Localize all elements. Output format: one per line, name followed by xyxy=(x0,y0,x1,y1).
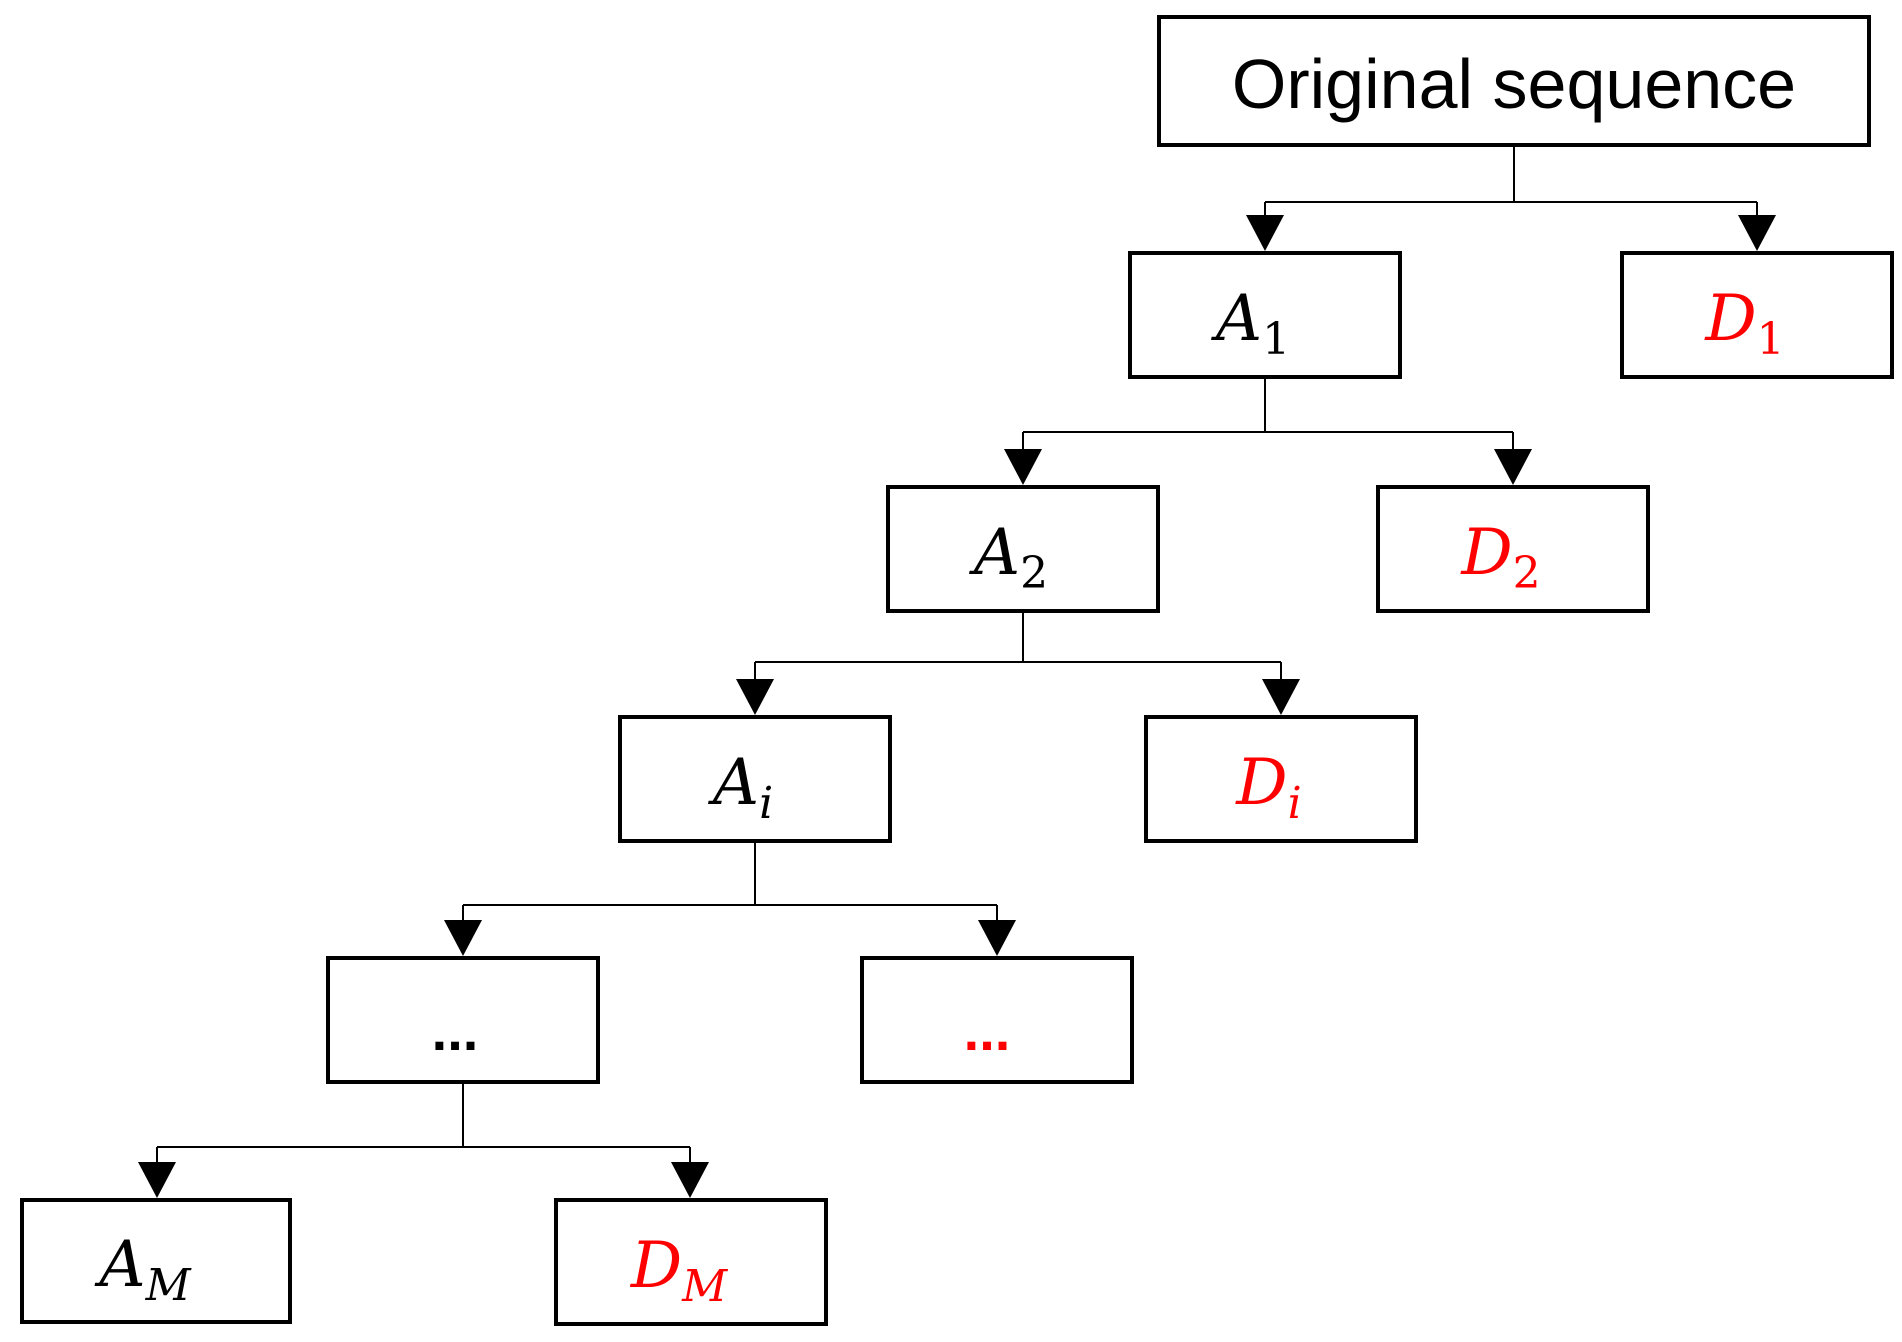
arrowhead-ellipsis-left xyxy=(138,1162,176,1198)
detail-node-1: D1 xyxy=(1620,251,1894,379)
detail-symbol-m: D xyxy=(630,1229,682,1303)
detail-symbol-2: D xyxy=(1460,516,1512,590)
detail-label-m: DM xyxy=(630,1229,728,1312)
root-box xyxy=(1157,15,1871,147)
arrowhead-root-left xyxy=(1246,215,1284,251)
detail-ellipsis-label: ... xyxy=(964,999,1011,1062)
detail-node-ellipsis: ... xyxy=(860,956,1134,1084)
detail-box-ellipsis xyxy=(860,956,1134,1084)
detail-subscript-i: i xyxy=(1288,778,1302,829)
connector-ellipsis xyxy=(156,1082,691,1162)
arrowhead-ellipsis-right xyxy=(671,1162,709,1198)
approx-symbol-2: A xyxy=(969,516,1020,590)
detail-label-2: D2 xyxy=(1460,516,1540,599)
detail-subscript-1: 1 xyxy=(1757,314,1785,365)
connector-2 xyxy=(754,611,1282,679)
detail-subscript-m: M xyxy=(681,1261,728,1312)
approx-node-ellipsis: ... xyxy=(326,956,600,1084)
arrowhead-i-left xyxy=(444,920,482,956)
approx-node-m: AM xyxy=(20,1198,292,1324)
approx-symbol-1: A xyxy=(1211,282,1262,356)
root-node: Original sequence xyxy=(1157,15,1871,147)
approx-label-1: A1 xyxy=(1211,282,1290,365)
approx-symbol-i: A xyxy=(708,746,759,820)
approx-ellipsis-label: ... xyxy=(432,999,479,1062)
approx-node-i: Ai xyxy=(618,715,892,843)
approx-subscript-i: i xyxy=(759,778,773,829)
approx-box-ellipsis xyxy=(326,956,600,1084)
approx-box-i xyxy=(618,715,892,843)
detail-subscript-2: 2 xyxy=(1513,548,1541,599)
detail-box-i xyxy=(1144,715,1418,843)
arrowhead-root-right xyxy=(1738,215,1776,251)
approx-subscript-1: 1 xyxy=(1262,314,1290,365)
detail-box-1 xyxy=(1620,251,1894,379)
approx-box-2 xyxy=(886,485,1160,613)
arrowhead-2-left xyxy=(736,679,774,715)
approx-node-2: A2 xyxy=(886,485,1160,613)
approx-label-2: A2 xyxy=(969,516,1048,599)
approx-box-m xyxy=(20,1198,292,1324)
detail-box-2 xyxy=(1376,485,1650,613)
approx-symbol-m: A xyxy=(94,1228,145,1302)
detail-label-i: Di xyxy=(1235,746,1301,829)
approx-subscript-2: 2 xyxy=(1020,548,1048,599)
arrowhead-i-right xyxy=(978,920,1016,956)
approx-subscript-m: M xyxy=(145,1260,192,1311)
root-label: Original sequence xyxy=(1232,45,1796,123)
approx-label-m: AM xyxy=(94,1228,191,1311)
connectors xyxy=(138,145,1776,1198)
approx-node-1: A1 xyxy=(1128,251,1402,379)
approx-label-i: Ai xyxy=(708,746,773,829)
connector-1 xyxy=(1022,377,1514,449)
detail-symbol-i: D xyxy=(1235,746,1287,820)
arrowhead-1-left xyxy=(1004,449,1042,485)
detail-label-1: D1 xyxy=(1704,282,1784,365)
connector-i xyxy=(462,841,998,920)
detail-box-m xyxy=(554,1198,828,1326)
connector-root xyxy=(1264,145,1758,215)
detail-node-i: Di xyxy=(1144,715,1418,843)
arrowhead-1-right xyxy=(1494,449,1532,485)
detail-symbol-1: D xyxy=(1704,282,1756,356)
arrowhead-2-right xyxy=(1262,679,1300,715)
detail-node-m: DM xyxy=(554,1198,828,1326)
detail-node-2: D2 xyxy=(1376,485,1650,613)
approx-box-1 xyxy=(1128,251,1402,379)
